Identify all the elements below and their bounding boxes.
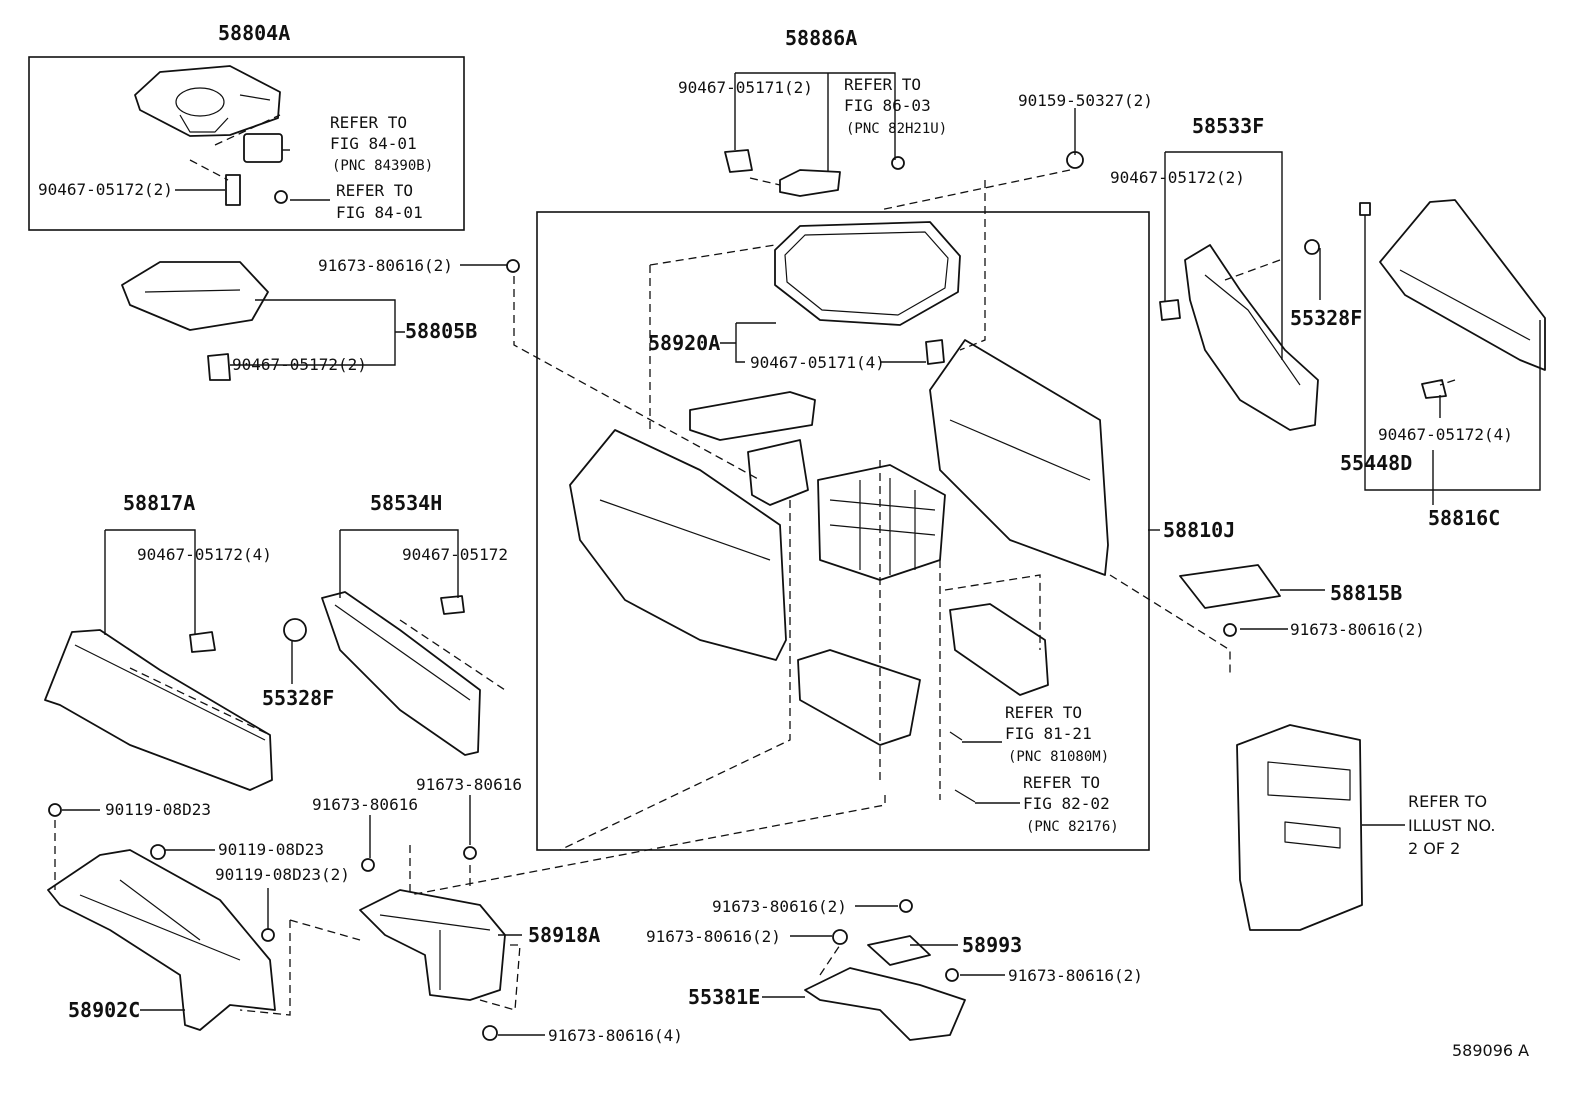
label-90467-05172-4-b: 90467-05172(4) <box>137 545 272 564</box>
svg-text:REFER TO: REFER TO <box>844 75 921 94</box>
svg-text:(PNC 81080M): (PNC 81080M) <box>1008 749 1109 765</box>
label-90467-05171-4: 90467-05171(4) <box>750 353 885 372</box>
part-58805B-lower-panel <box>121 259 520 381</box>
refer-note-fig-84-01-a: REFER TO FIG 84-01 (PNC 84390B) <box>330 113 433 174</box>
label-58886A: 58886A <box>785 26 857 50</box>
label-55381E: 55381E <box>688 985 760 1009</box>
part-rear-console <box>1236 724 1363 931</box>
label-91673-80616-2-d: 91673-80616(2) <box>646 927 781 946</box>
label-91673-80616-2-e: 91673-80616(2) <box>1008 966 1143 985</box>
label-58534H: 58534H <box>370 491 442 515</box>
label-90119-08D23-2: 90119-08D23(2) <box>215 865 350 884</box>
label-90467-05172-4-a: 90467-05172(4) <box>1378 425 1513 444</box>
svg-text:REFER TO: REFER TO <box>1023 773 1100 792</box>
svg-text:(PNC 82176): (PNC 82176) <box>1026 819 1119 835</box>
part-58815B-pad <box>1179 564 1281 609</box>
part-58920A-armrest-lid <box>774 221 961 365</box>
part-58886A-switch-base <box>724 149 1084 197</box>
label-55328F-left: 55328F <box>262 686 334 710</box>
svg-text:FIG 82-02: FIG 82-02 <box>1023 794 1110 813</box>
refer-note-fig-81-21: REFER TO FIG 81-21 (PNC 81080M) <box>1005 703 1109 765</box>
svg-text:FIG 86-03: FIG 86-03 <box>844 96 931 115</box>
part-bolt-91673-right <box>1223 623 1237 637</box>
svg-text:ILLUST NO.: ILLUST NO. <box>1408 816 1495 835</box>
part-58534H-side-panel <box>283 591 481 756</box>
leader-lines <box>62 72 1541 1036</box>
part-58918A-bracket <box>359 846 506 1041</box>
label-90467-05172-2-a: 90467-05172(2) <box>38 180 173 199</box>
label-90119-08D23-a: 90119-08D23 <box>105 800 211 819</box>
label-58533F: 58533F <box>1192 114 1264 138</box>
label-90467-05171-2: 90467-05171(2) <box>678 78 813 97</box>
group-box-58810J <box>536 211 1150 851</box>
label-90467-05172-2-c: 90467-05172(2) <box>232 355 367 374</box>
svg-text:REFER TO: REFER TO <box>336 181 413 200</box>
label-90467-05172-2-b: 90467-05172(2) <box>1110 168 1245 187</box>
label-55448D: 55448D <box>1340 451 1412 475</box>
svg-text:FIG 84-01: FIG 84-01 <box>336 203 423 222</box>
label-58816C: 58816C <box>1428 506 1500 530</box>
label-91673-80616-a: 91673-80616 <box>312 795 418 814</box>
part-58804A-shift-panel <box>134 65 288 206</box>
label-58810J: 58810J <box>1163 518 1235 542</box>
label-58804A: 58804A <box>218 21 290 45</box>
part-58902C-bracket <box>47 803 276 1031</box>
label-58920A: 58920A <box>648 331 720 355</box>
label-55328F-right: 55328F <box>1290 306 1362 330</box>
svg-text:REFER TO: REFER TO <box>1408 792 1487 811</box>
diagram-code: 589096 A <box>1452 1041 1529 1060</box>
svg-text:FIG 81-21: FIG 81-21 <box>1005 724 1092 743</box>
group-box-58804A <box>28 56 465 231</box>
label-91673-80616-2-a: 91673-80616(2) <box>318 256 453 275</box>
svg-text:2 OF 2: 2 OF 2 <box>1408 839 1460 858</box>
svg-text:FIG 84-01: FIG 84-01 <box>330 134 417 153</box>
svg-text:(PNC 82H21U): (PNC 82H21U) <box>846 121 947 137</box>
svg-text:(PNC 84390B): (PNC 84390B) <box>332 158 433 174</box>
label-91673-80616-b: 91673-80616 <box>416 775 522 794</box>
assembly-lines <box>54 114 1456 1016</box>
label-58918A: 58918A <box>528 923 600 947</box>
part-58533F-side-panel <box>1159 239 1320 431</box>
refer-note-fig-82-02: REFER TO FIG 82-02 (PNC 82176) <box>1023 773 1119 835</box>
part-58817A-side-panel <box>44 629 273 791</box>
part-58810J-console-body <box>569 339 1109 803</box>
part-55381E-bracket <box>804 899 966 1041</box>
label-90119-08D23-b: 90119-08D23 <box>218 840 324 859</box>
label-58993: 58993 <box>962 933 1022 957</box>
label-90467-05172: 90467-05172 <box>402 545 508 564</box>
refer-note-illust-2-of-2: REFER TO ILLUST NO. 2 OF 2 <box>1408 792 1495 858</box>
label-91673-80616-4: 91673-80616(4) <box>548 1026 683 1045</box>
label-91673-80616-2-b: 91673-80616(2) <box>1290 620 1425 639</box>
label-58815B: 58815B <box>1330 581 1402 605</box>
label-58805B: 58805B <box>405 319 477 343</box>
svg-text:REFER TO: REFER TO <box>1005 703 1082 722</box>
part-58816C-rear-panel <box>1359 199 1546 399</box>
label-58817A: 58817A <box>123 491 195 515</box>
refer-note-fig-84-01-b: REFER TO FIG 84-01 <box>336 181 423 222</box>
svg-text:REFER TO: REFER TO <box>330 113 407 132</box>
label-91673-80616-2-c: 91673-80616(2) <box>712 897 847 916</box>
label-90159-50327-2: 90159-50327(2) <box>1018 91 1153 110</box>
label-58902C: 58902C <box>68 998 140 1022</box>
refer-note-fig-86-03: REFER TO FIG 86-03 (PNC 82H21U) <box>844 75 947 137</box>
